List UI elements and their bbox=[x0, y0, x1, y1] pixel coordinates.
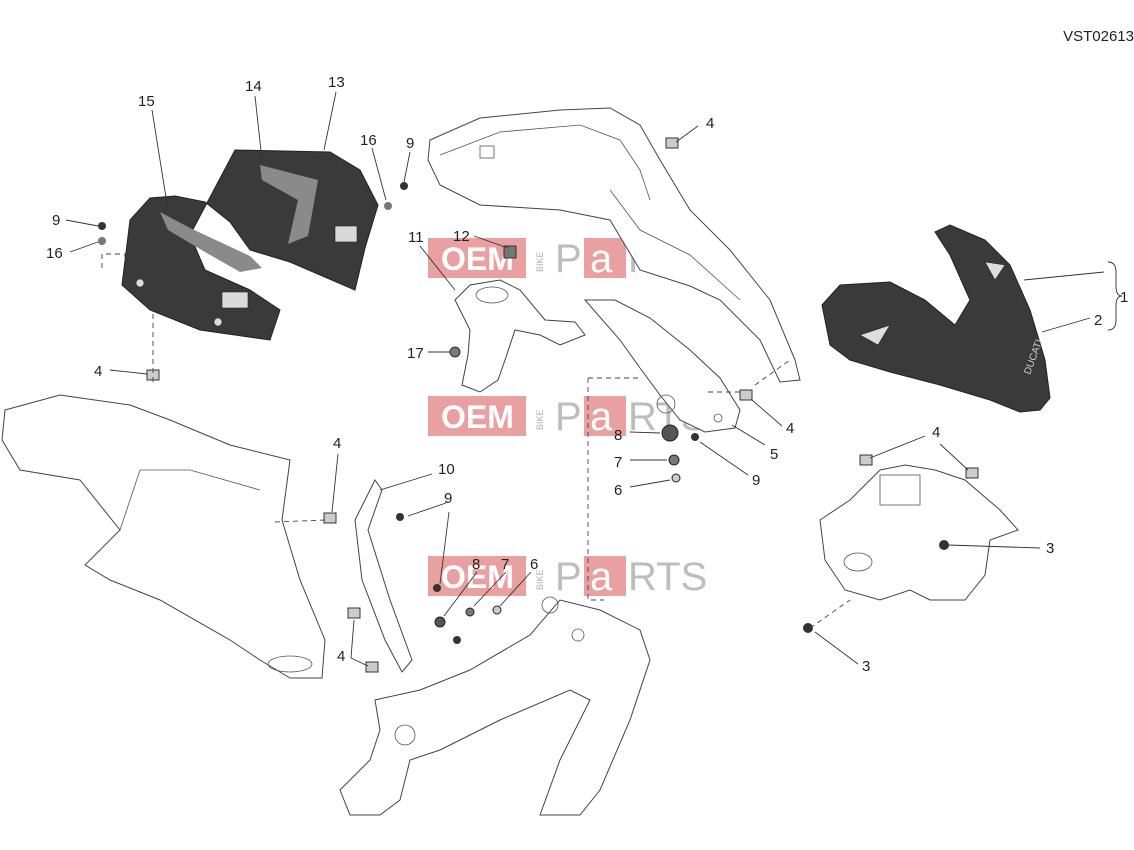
grommet-icon bbox=[434, 616, 446, 628]
front-nose-assembly bbox=[819, 464, 1019, 601]
callout-label: 8 bbox=[614, 427, 622, 444]
watermark-parts-p: P bbox=[555, 555, 582, 599]
assembly-lines bbox=[101, 253, 851, 629]
screw-icon bbox=[691, 433, 699, 441]
screw-icon bbox=[803, 623, 813, 633]
watermark-a-box bbox=[584, 396, 626, 436]
callout-label: 6 bbox=[530, 556, 538, 573]
callout-label: 15 bbox=[138, 93, 155, 110]
callout-label: 9 bbox=[406, 135, 414, 152]
callout-label: 16 bbox=[360, 132, 377, 149]
callout-labels: 1 2 3 3 4 4 4 4 4 4 5 6 6 7 7 8 8 9 9 9 … bbox=[46, 74, 1128, 675]
callout-label: 4 bbox=[786, 420, 794, 437]
watermark-oem-text: OEM bbox=[441, 399, 514, 435]
callout-label: 4 bbox=[94, 363, 102, 380]
front-fairing-dark: DUCATI bbox=[821, 224, 1051, 413]
hardware-fasteners bbox=[98, 137, 979, 673]
clip-nut-icon bbox=[665, 137, 679, 149]
callout-label: 11 bbox=[408, 229, 424, 246]
leader-lines bbox=[65, 91, 1105, 667]
screw-icon bbox=[671, 473, 681, 483]
screw-icon bbox=[98, 222, 106, 230]
callout-label: 9 bbox=[752, 472, 760, 489]
group-bracket-1 bbox=[1107, 261, 1123, 331]
callout-label: 4 bbox=[932, 424, 940, 441]
callout-label: 12 bbox=[453, 228, 470, 245]
watermark-a-box bbox=[584, 556, 626, 596]
callout-label: 4 bbox=[706, 115, 714, 132]
inner-panel-middle bbox=[583, 299, 741, 433]
spacer-icon bbox=[668, 454, 680, 466]
watermark-parts-a: a bbox=[590, 555, 613, 599]
callout-label: 17 bbox=[407, 345, 424, 362]
bracket-11 bbox=[454, 279, 586, 393]
callout-label: 14 bbox=[245, 78, 262, 95]
washer-icon bbox=[98, 237, 106, 245]
screw-icon bbox=[453, 636, 461, 644]
left-side-fairing-white bbox=[1, 394, 326, 679]
clip-nut-icon bbox=[965, 467, 979, 479]
watermark-oem-text: OEM bbox=[441, 241, 514, 277]
bracket-strip-10 bbox=[354, 479, 413, 673]
watermark-parts-p: P bbox=[555, 237, 582, 281]
watermark-bottom: OEM BIKE P a RTS bbox=[428, 555, 707, 599]
watermark-middle: OEM BIKE P a RTS bbox=[428, 395, 707, 439]
callout-label: 3 bbox=[1046, 540, 1054, 557]
watermark-parts-a: a bbox=[590, 237, 613, 281]
watermark-oem-box bbox=[428, 556, 526, 596]
callout-label: 8 bbox=[472, 556, 480, 573]
callout-label: 10 bbox=[438, 461, 455, 478]
screw-icon bbox=[400, 182, 408, 190]
watermark-parts-a: a bbox=[590, 395, 613, 439]
callout-label: 6 bbox=[614, 482, 622, 499]
watermark-parts-rts: RTS bbox=[628, 555, 707, 599]
watermark-bike-text: BIKE bbox=[535, 569, 545, 590]
callout-label: 4 bbox=[337, 648, 345, 665]
document-code: VST02613 bbox=[1063, 28, 1134, 45]
callout-label: 1 bbox=[1120, 289, 1128, 306]
callout-label: 4 bbox=[333, 435, 341, 452]
callout-label: 2 bbox=[1094, 312, 1102, 329]
screw-icon bbox=[433, 584, 441, 592]
watermark-bike-text: BIKE bbox=[535, 409, 545, 430]
callout-label: 5 bbox=[770, 446, 778, 463]
watermark-bike-text: BIKE bbox=[535, 251, 545, 272]
clip-nut-icon bbox=[859, 454, 873, 466]
watermark-a-box bbox=[584, 238, 626, 278]
callout-label: 16 bbox=[46, 245, 63, 262]
screw-icon bbox=[492, 605, 502, 615]
left-side-panel-dark bbox=[121, 149, 379, 341]
screw-icon bbox=[396, 513, 404, 521]
callout-label: 9 bbox=[52, 212, 60, 229]
frame-structure bbox=[339, 596, 651, 816]
clip-nut-icon bbox=[739, 389, 753, 401]
screw-icon bbox=[939, 540, 949, 550]
watermark-parts-p: P bbox=[555, 395, 582, 439]
clip-nut-icon bbox=[347, 607, 361, 619]
upper-duct-shell bbox=[427, 107, 801, 383]
spacer-icon bbox=[465, 607, 475, 617]
washer-icon bbox=[384, 202, 392, 210]
rivet-icon bbox=[449, 346, 461, 358]
callout-label: 9 bbox=[444, 490, 452, 507]
clip-nut-icon bbox=[365, 661, 379, 673]
callout-label: 13 bbox=[328, 74, 345, 91]
callout-label: 3 bbox=[862, 658, 870, 675]
clip-nut-icon bbox=[323, 512, 337, 524]
callout-label: 7 bbox=[501, 556, 509, 573]
watermark-oem-box bbox=[428, 396, 526, 436]
grommet-icon bbox=[661, 424, 679, 442]
rivet-icon bbox=[503, 245, 517, 259]
callout-label: 7 bbox=[614, 454, 622, 471]
